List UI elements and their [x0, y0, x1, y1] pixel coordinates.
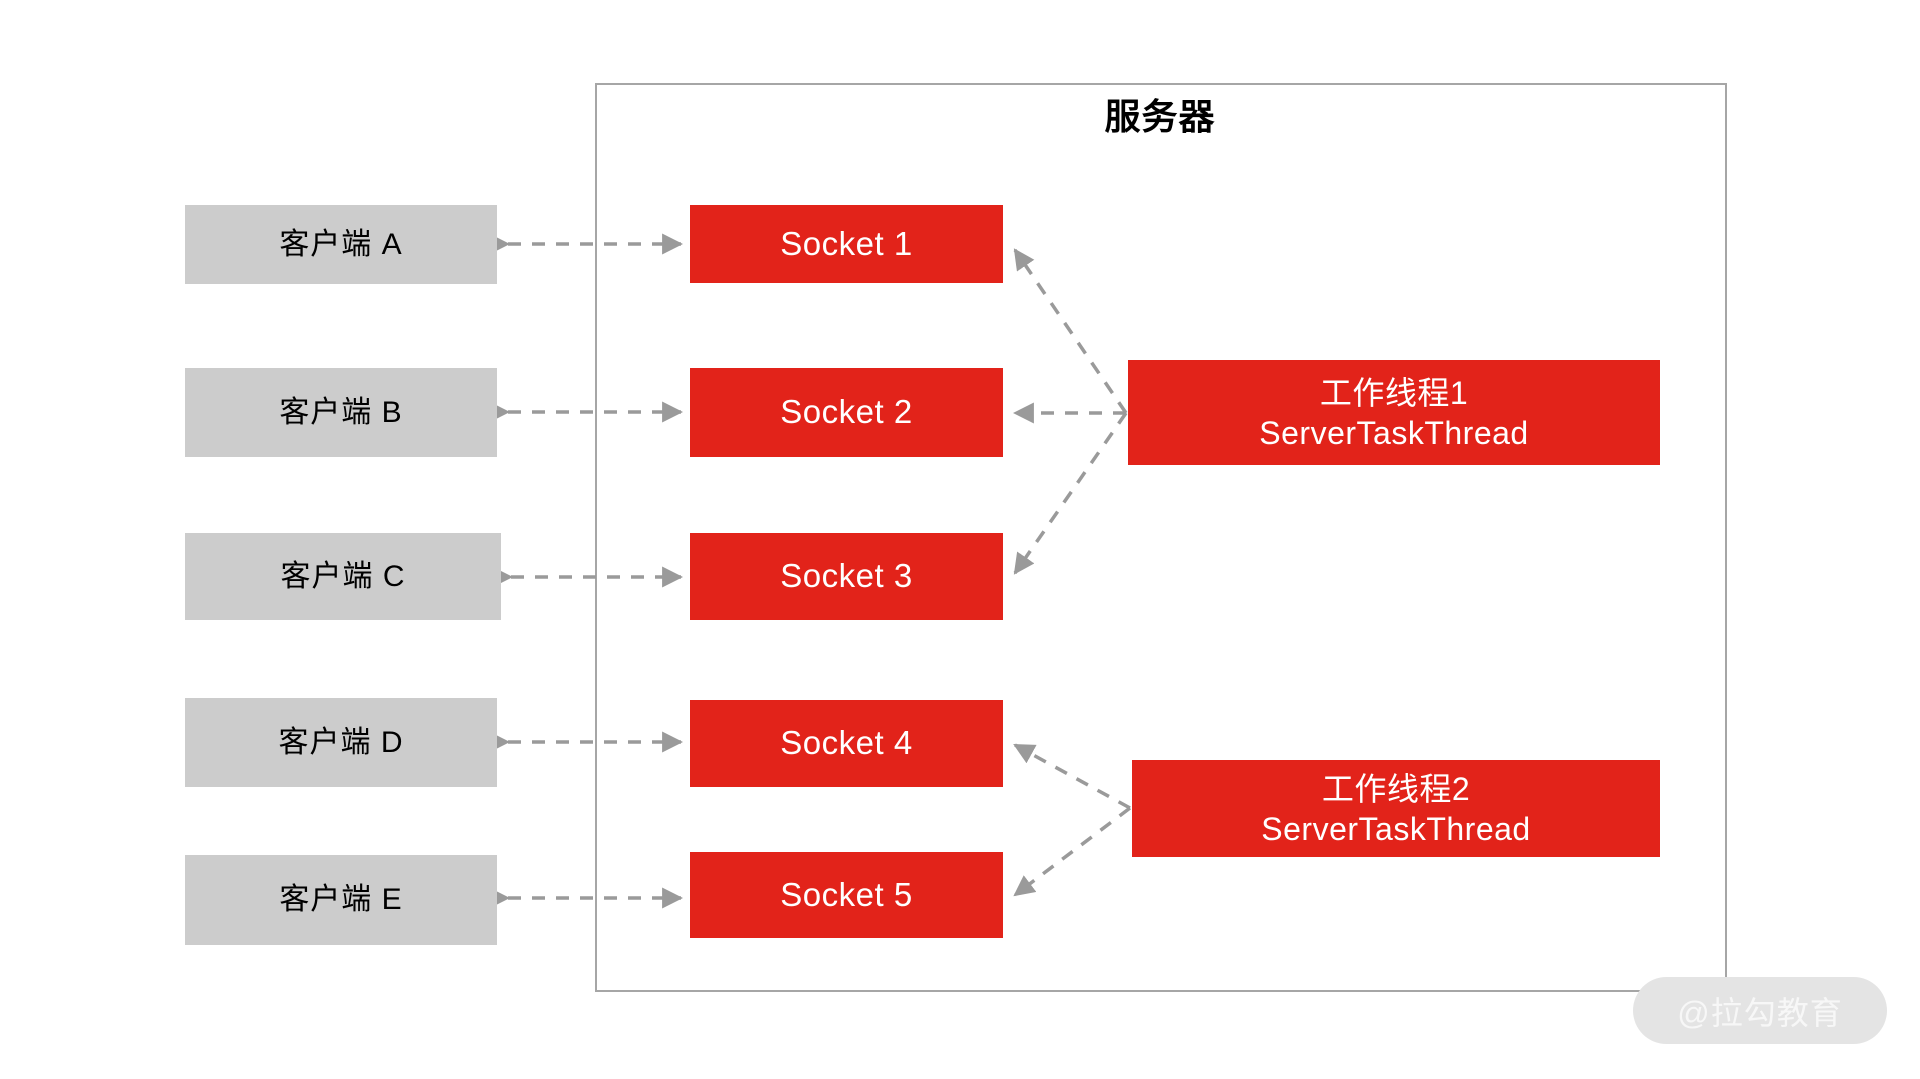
socket-box-2[interactable]: Socket 2 [690, 368, 1003, 457]
client-label-d: 客户端 D [278, 725, 404, 759]
server-title: 服务器 [1104, 96, 1216, 137]
client-box-a[interactable]: 客户端 A [185, 205, 497, 284]
client-box-e[interactable]: 客户端 E [185, 855, 497, 945]
client-label-c: 客户端 C [280, 559, 406, 593]
client-box-d[interactable]: 客户端 D [185, 698, 497, 787]
socket-label-4: Socket 4 [780, 724, 913, 762]
socket-label-1: Socket 1 [780, 224, 913, 262]
socket-label-5: Socket 5 [780, 875, 913, 913]
client-box-c[interactable]: 客户端 C [185, 533, 501, 620]
server-boundary-box [595, 83, 1727, 992]
worker-2-line2: ServerTaskThread [1261, 810, 1531, 847]
client-label-b: 客户端 B [279, 395, 403, 429]
worker-2-line1: 工作线程2 [1321, 770, 1471, 807]
client-label-e: 客户端 E [279, 883, 403, 917]
worker-thread-box-2[interactable]: 工作线程2 ServerTaskThread [1132, 760, 1660, 857]
worker-1-line1: 工作线程1 [1319, 374, 1469, 411]
watermark-text: @拉勾教育 [1677, 994, 1843, 1031]
worker-1-line2: ServerTaskThread [1259, 414, 1529, 451]
socket-box-4[interactable]: Socket 4 [690, 700, 1003, 787]
socket-box-3[interactable]: Socket 3 [690, 533, 1003, 620]
socket-box-1[interactable]: Socket 1 [690, 205, 1003, 283]
worker-thread-box-1[interactable]: 工作线程1 ServerTaskThread [1128, 360, 1660, 465]
socket-box-5[interactable]: Socket 5 [690, 852, 1003, 938]
client-box-b[interactable]: 客户端 B [185, 368, 497, 457]
socket-label-2: Socket 2 [780, 393, 913, 431]
socket-label-3: Socket 3 [780, 557, 913, 595]
watermark-badge: @拉勾教育 [1633, 977, 1887, 1044]
client-label-a: 客户端 A [279, 227, 403, 261]
